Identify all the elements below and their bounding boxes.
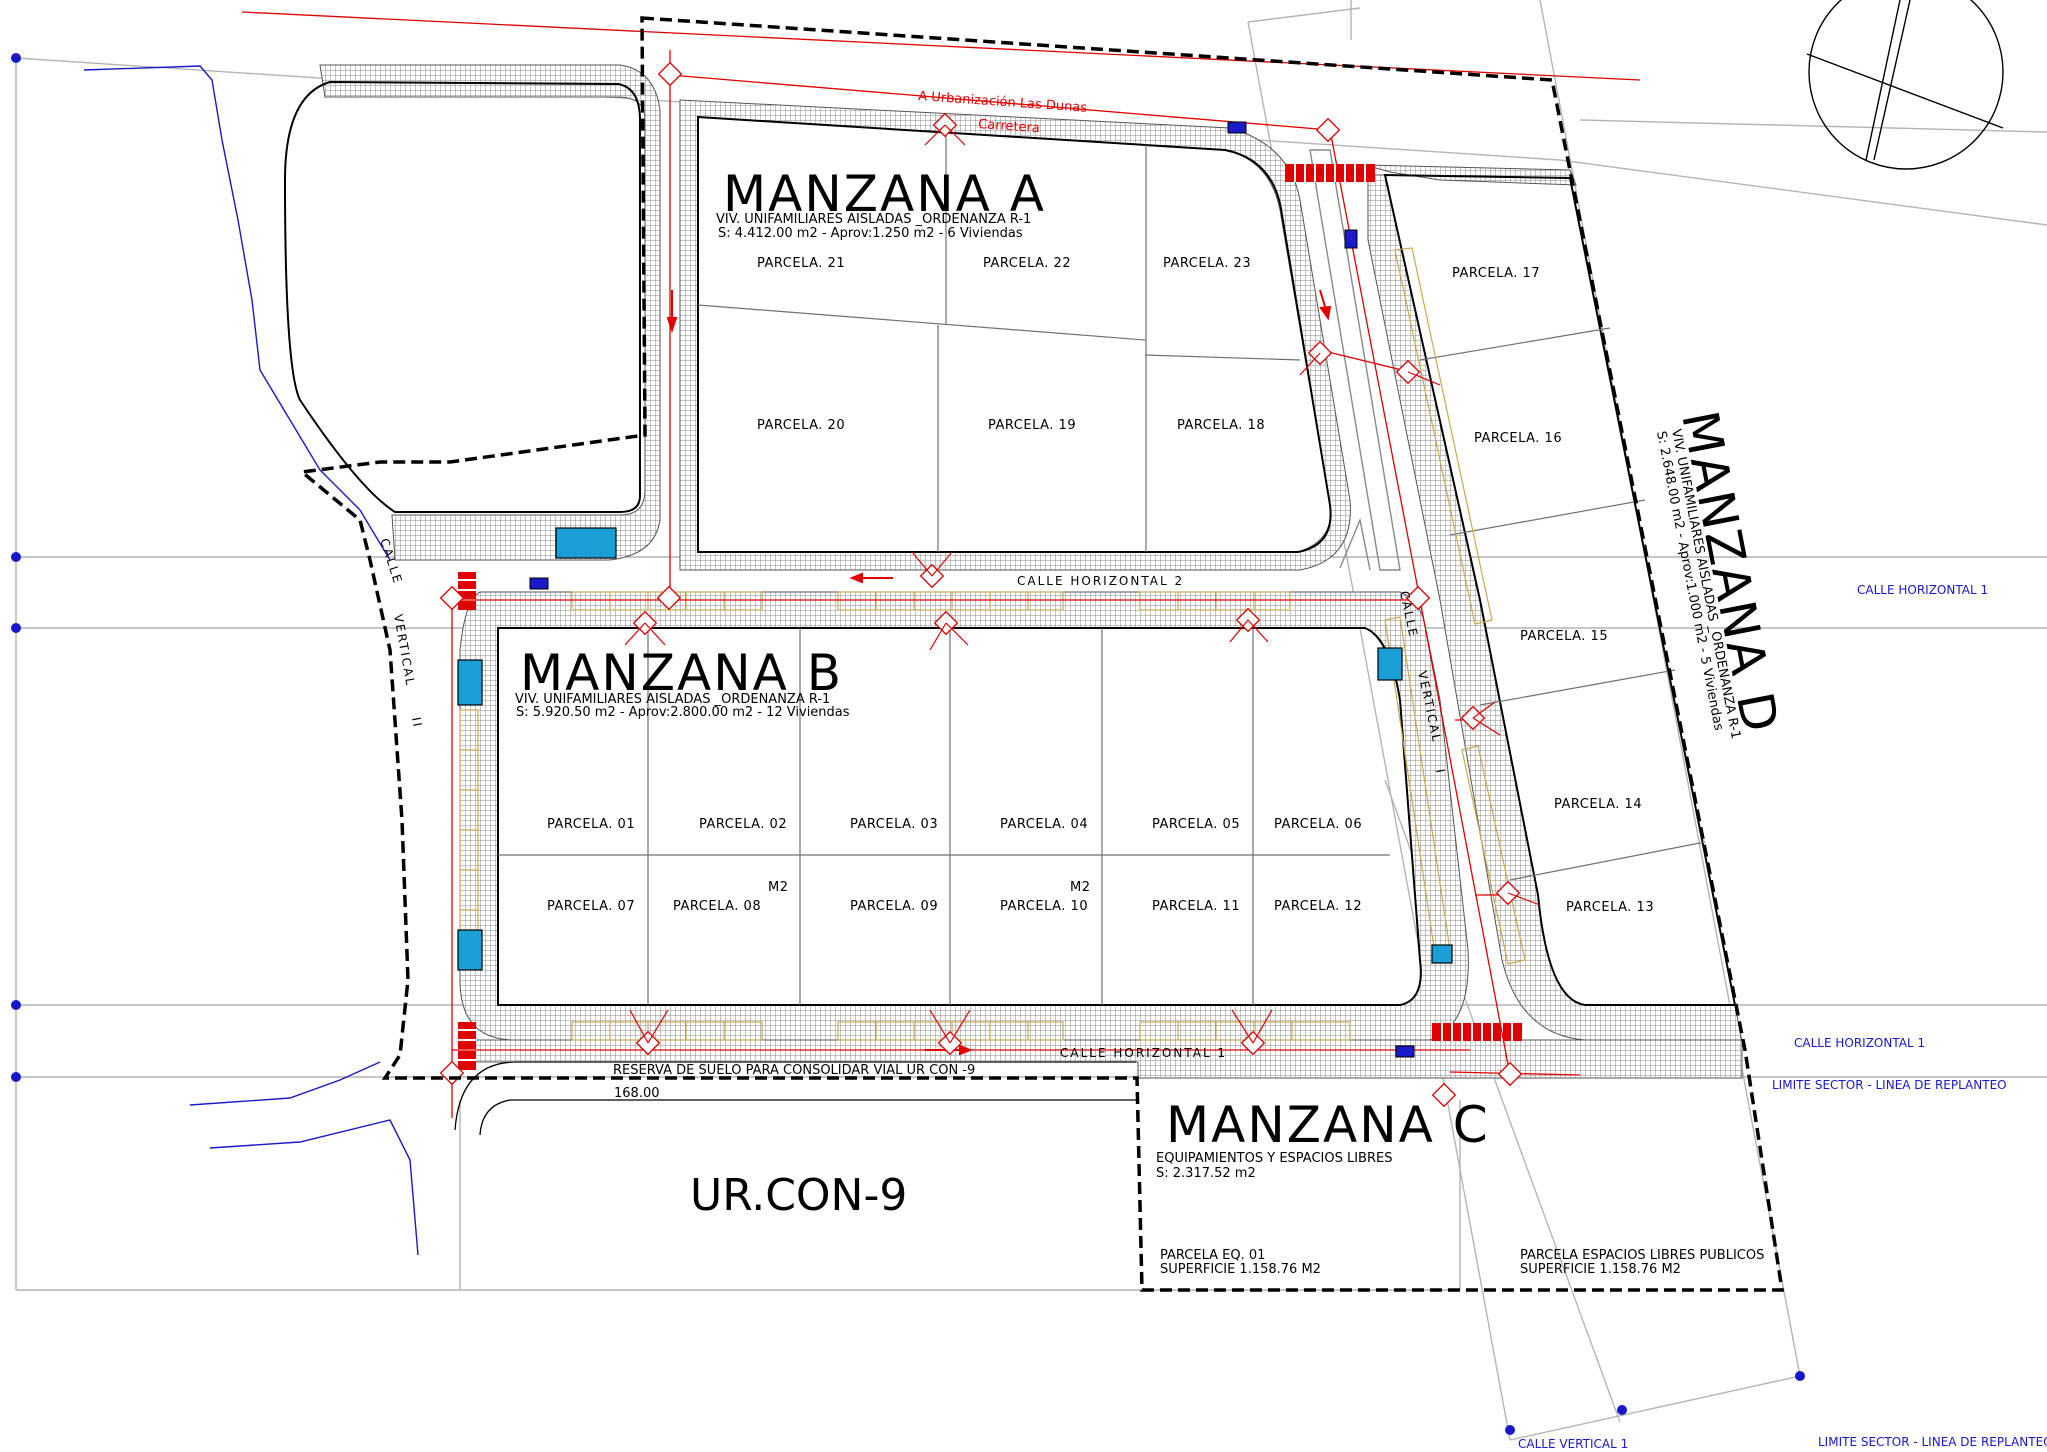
carretera-label: Carretera [978,117,1041,136]
parcela-07: PARCELA. 07 [547,899,635,914]
reference-dots [11,53,1805,1435]
parcela-02: PARCELA. 02 [699,817,787,832]
calle-horizontal-1-label: CALLE HORIZONTAL 1 [1060,1046,1227,1060]
reserva-suelo-label: RESERVA DE SUELO PARA CONSOLIDAR VIAL UR… [613,1063,975,1078]
crosswalk-stripes [458,164,1513,1061]
reserva-length: 168.00 [614,1086,660,1101]
manzana-c-surface: S: 2.317.52 m2 [1156,1166,1256,1181]
meter-spray [624,124,1541,1044]
calle-horizontal-2-label: CALLE HORIZONTAL 2 [1017,574,1184,588]
road-median [1309,149,1401,571]
calle-vertical-ii-number: II [409,716,425,729]
parcela-01: PARCELA. 01 [547,817,635,832]
block-outlines [283,80,1737,1006]
parcela-13: PARCELA. 13 [1566,900,1654,915]
parcela-11: PARCELA. 11 [1152,899,1240,914]
parcela-23: PARCELA. 23 [1163,256,1251,271]
parcela-eq-01-superficie: SUPERFICIE 1.158.76 M2 [1160,1262,1321,1277]
urcon-9-label: UR.CON-9 [690,1170,907,1221]
manzana-c-desc: EQUIPAMIENTOS Y ESPACIOS LIBRES [1156,1151,1392,1166]
calle-vertical-1-ref: CALLE VERTICAL 1 [1518,1437,1628,1451]
parcela-19: PARCELA. 19 [988,418,1076,433]
parcela-09: PARCELA. 09 [850,899,938,914]
creek-lines [83,65,419,1256]
calle-vertical-i-number: I [1433,768,1448,776]
flow-arrows [666,289,1332,1056]
limite-sector-ref-2: LIMITE SECTOR - LINEA DE REPLANTEO [1818,1435,2047,1449]
manzana-a-title: MANZANA A [723,165,1046,223]
hydrant-symbols [439,61,1523,1087]
calle-vertical-ii-vertical: VERTICAL [391,613,418,688]
parcela-18: PARCELA. 18 [1177,418,1265,433]
manzana-b-desc: VIV. UNIFAMILIARES AISLADAS _ORDENANZA R… [515,692,830,707]
road-curb [454,1061,1136,1136]
reference-lines [15,0,2047,1441]
parcela-04: PARCELA. 04 [1000,817,1088,832]
containers [457,527,1453,971]
parcela-05: PARCELA. 05 [1152,817,1240,832]
manzana-c-title: MANZANA C [1166,1096,1490,1154]
parcela-21: PARCELA. 21 [757,256,845,271]
parcela-eq-01: PARCELA EQ. 01 [1160,1248,1265,1263]
parcela-15: PARCELA. 15 [1520,629,1608,644]
parcel-lines [498,120,1706,1005]
meter-box-glyphs [529,121,1415,1058]
parcela-10: PARCELA. 10 [1000,899,1088,914]
parcela-20: PARCELA. 20 [757,418,845,433]
sector-boundary [297,16,1785,1292]
manzana-a-desc: VIV. UNIFAMILIARES AISLADAS _ORDENANZA R… [716,212,1031,227]
parcela-08: PARCELA. 08 [673,899,761,914]
manzana-b-surface: S: 5.920.50 m2 - Aprov:2.800.00 m2 - 12 … [516,705,850,720]
parcela-22: PARCELA. 22 [983,256,1071,271]
parcela-espacios-libres: PARCELA ESPACIOS LIBRES PUBLICOS [1520,1248,1764,1263]
parcela-03: PARCELA. 03 [850,817,938,832]
calle-horizontal-1-ref-bottom: CALLE HORIZONTAL 1 [1794,1036,1925,1050]
north-arrow [1806,0,2004,170]
parcela-06: PARCELA. 06 [1274,817,1362,832]
calle-horizontal-1-ref-top: CALLE HORIZONTAL 1 [1857,583,1988,597]
parcela-14: PARCELA. 14 [1554,797,1642,812]
parcela-17: PARCELA. 17 [1452,266,1540,281]
parcela-16: PARCELA. 16 [1474,431,1562,446]
manzana-a-surface: S: 4.412.00 m2 - Aprov:1.250 m2 - 6 Vivi… [718,226,1023,241]
m2-label-10: M2 [1070,880,1091,895]
limite-sector-ref-1: LIMITE SECTOR - LINEA DE REPLANTEO [1772,1078,2007,1092]
parcela-espacios-libres-superficie: SUPERFICIE 1.158.76 M2 [1520,1262,1681,1277]
manzana-b-title: MANZANA B [520,644,843,702]
parcela-12: PARCELA. 12 [1274,899,1362,914]
m2-label-08: M2 [768,880,789,895]
carretera-destination: A Urbanización Las Dunas [918,89,1088,116]
